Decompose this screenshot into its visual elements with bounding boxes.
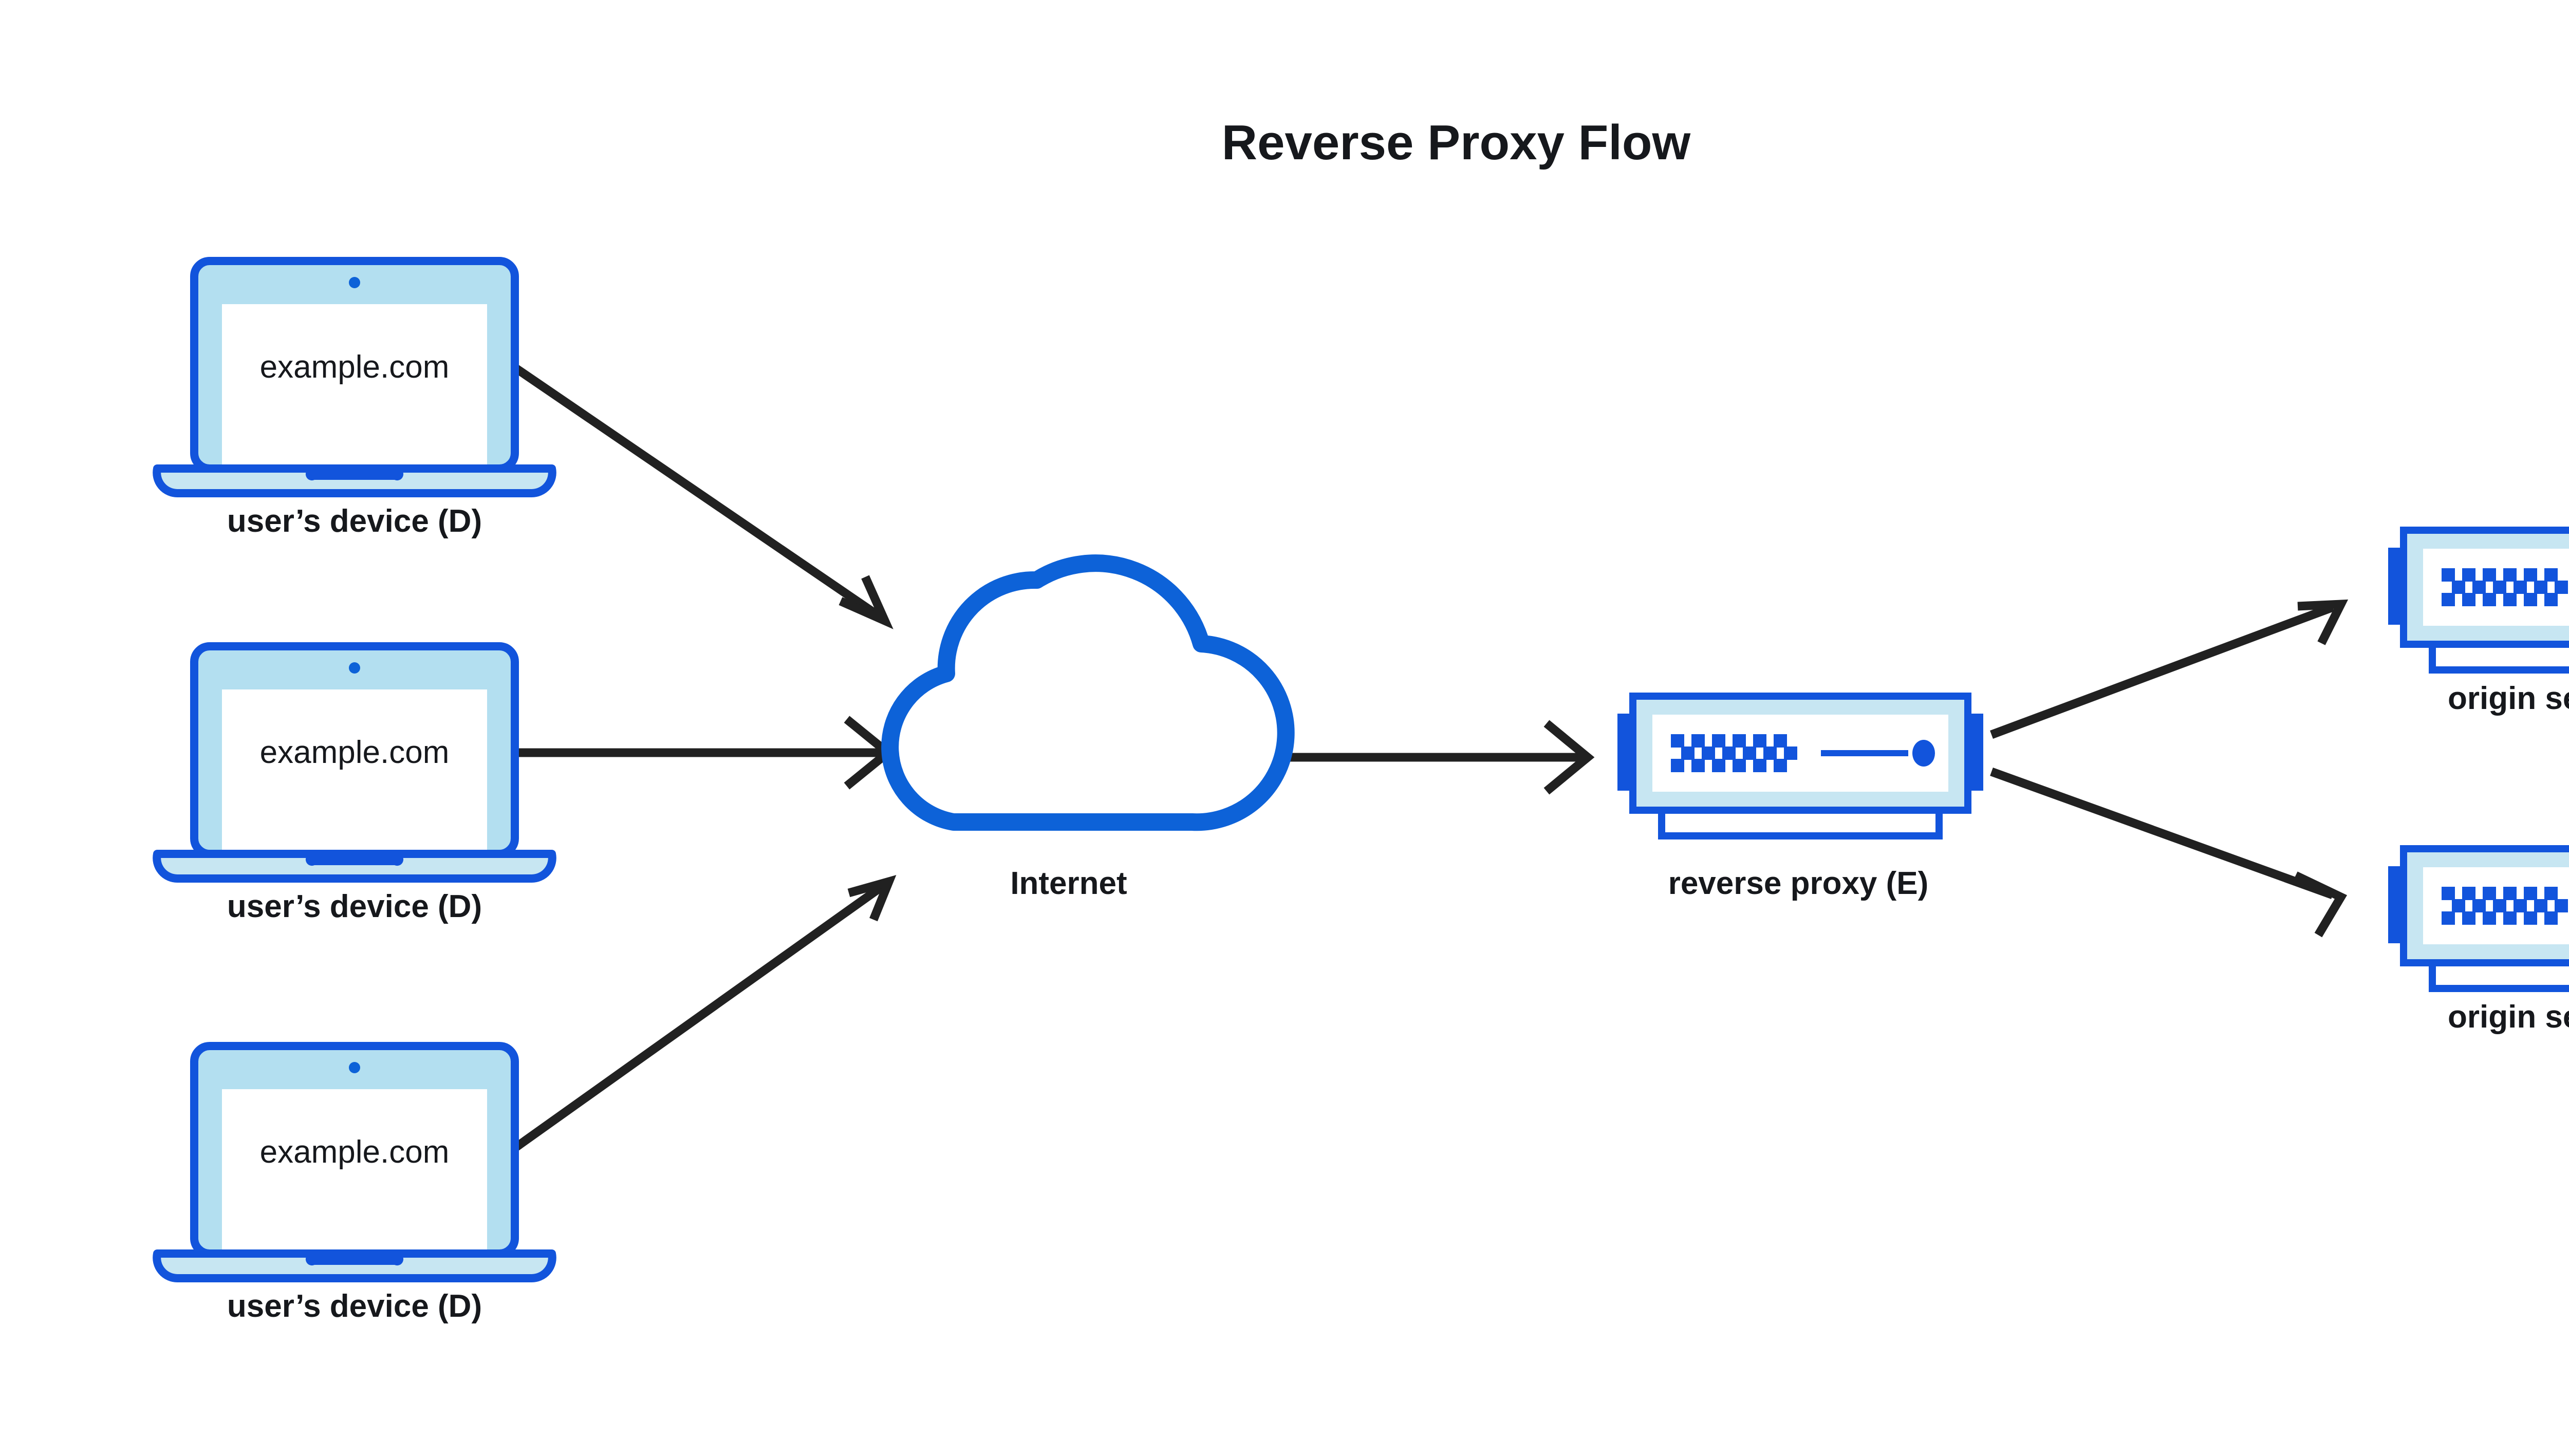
client-screen-text-1: example.com [260,349,450,385]
cloud-icon [881,554,1295,831]
origin-server-label-1: origin server (F) [2448,681,2569,716]
server-icon [2388,849,2569,988]
edge-client2-internet [514,716,895,790]
internet-node[interactable]: Internet [881,554,1295,901]
client-screen-text-2: example.com [260,735,450,770]
reverse-proxy-label: reverse proxy (E) [1668,866,1929,901]
client-label-1: user’s device (D) [227,503,482,539]
client-screen-text-3: example.com [260,1134,450,1170]
server-icon [2388,530,2569,670]
reverse-proxy-node[interactable]: reverse proxy (E) [1617,696,1983,901]
edge-layer [511,363,2349,1152]
page-title: Reverse Proxy Flow [1222,115,1691,170]
internet-label: Internet [1010,866,1127,901]
edge-proxy-origin2 [1990,768,2348,938]
server-icon [1617,696,1983,836]
origin-server-label-2: origin server (F) [2448,999,2569,1035]
origin-server-node-1[interactable]: origin server (F) [2388,530,2569,716]
edge-client3-internet [511,875,897,1152]
edge-client1-internet [511,363,893,629]
client-node-2[interactable]: example.com user’s device (D) [157,646,552,924]
client-node-1[interactable]: example.com user’s device (D) [157,261,552,539]
client-label-3: user’s device (D) [227,1289,482,1324]
origin-server-node-2[interactable]: origin server (F) [2388,849,2569,1035]
client-node-3[interactable]: example.com user’s device (D) [157,1046,552,1324]
edge-proxy-origin1 [1990,599,2349,739]
client-label-2: user’s device (D) [227,889,482,924]
